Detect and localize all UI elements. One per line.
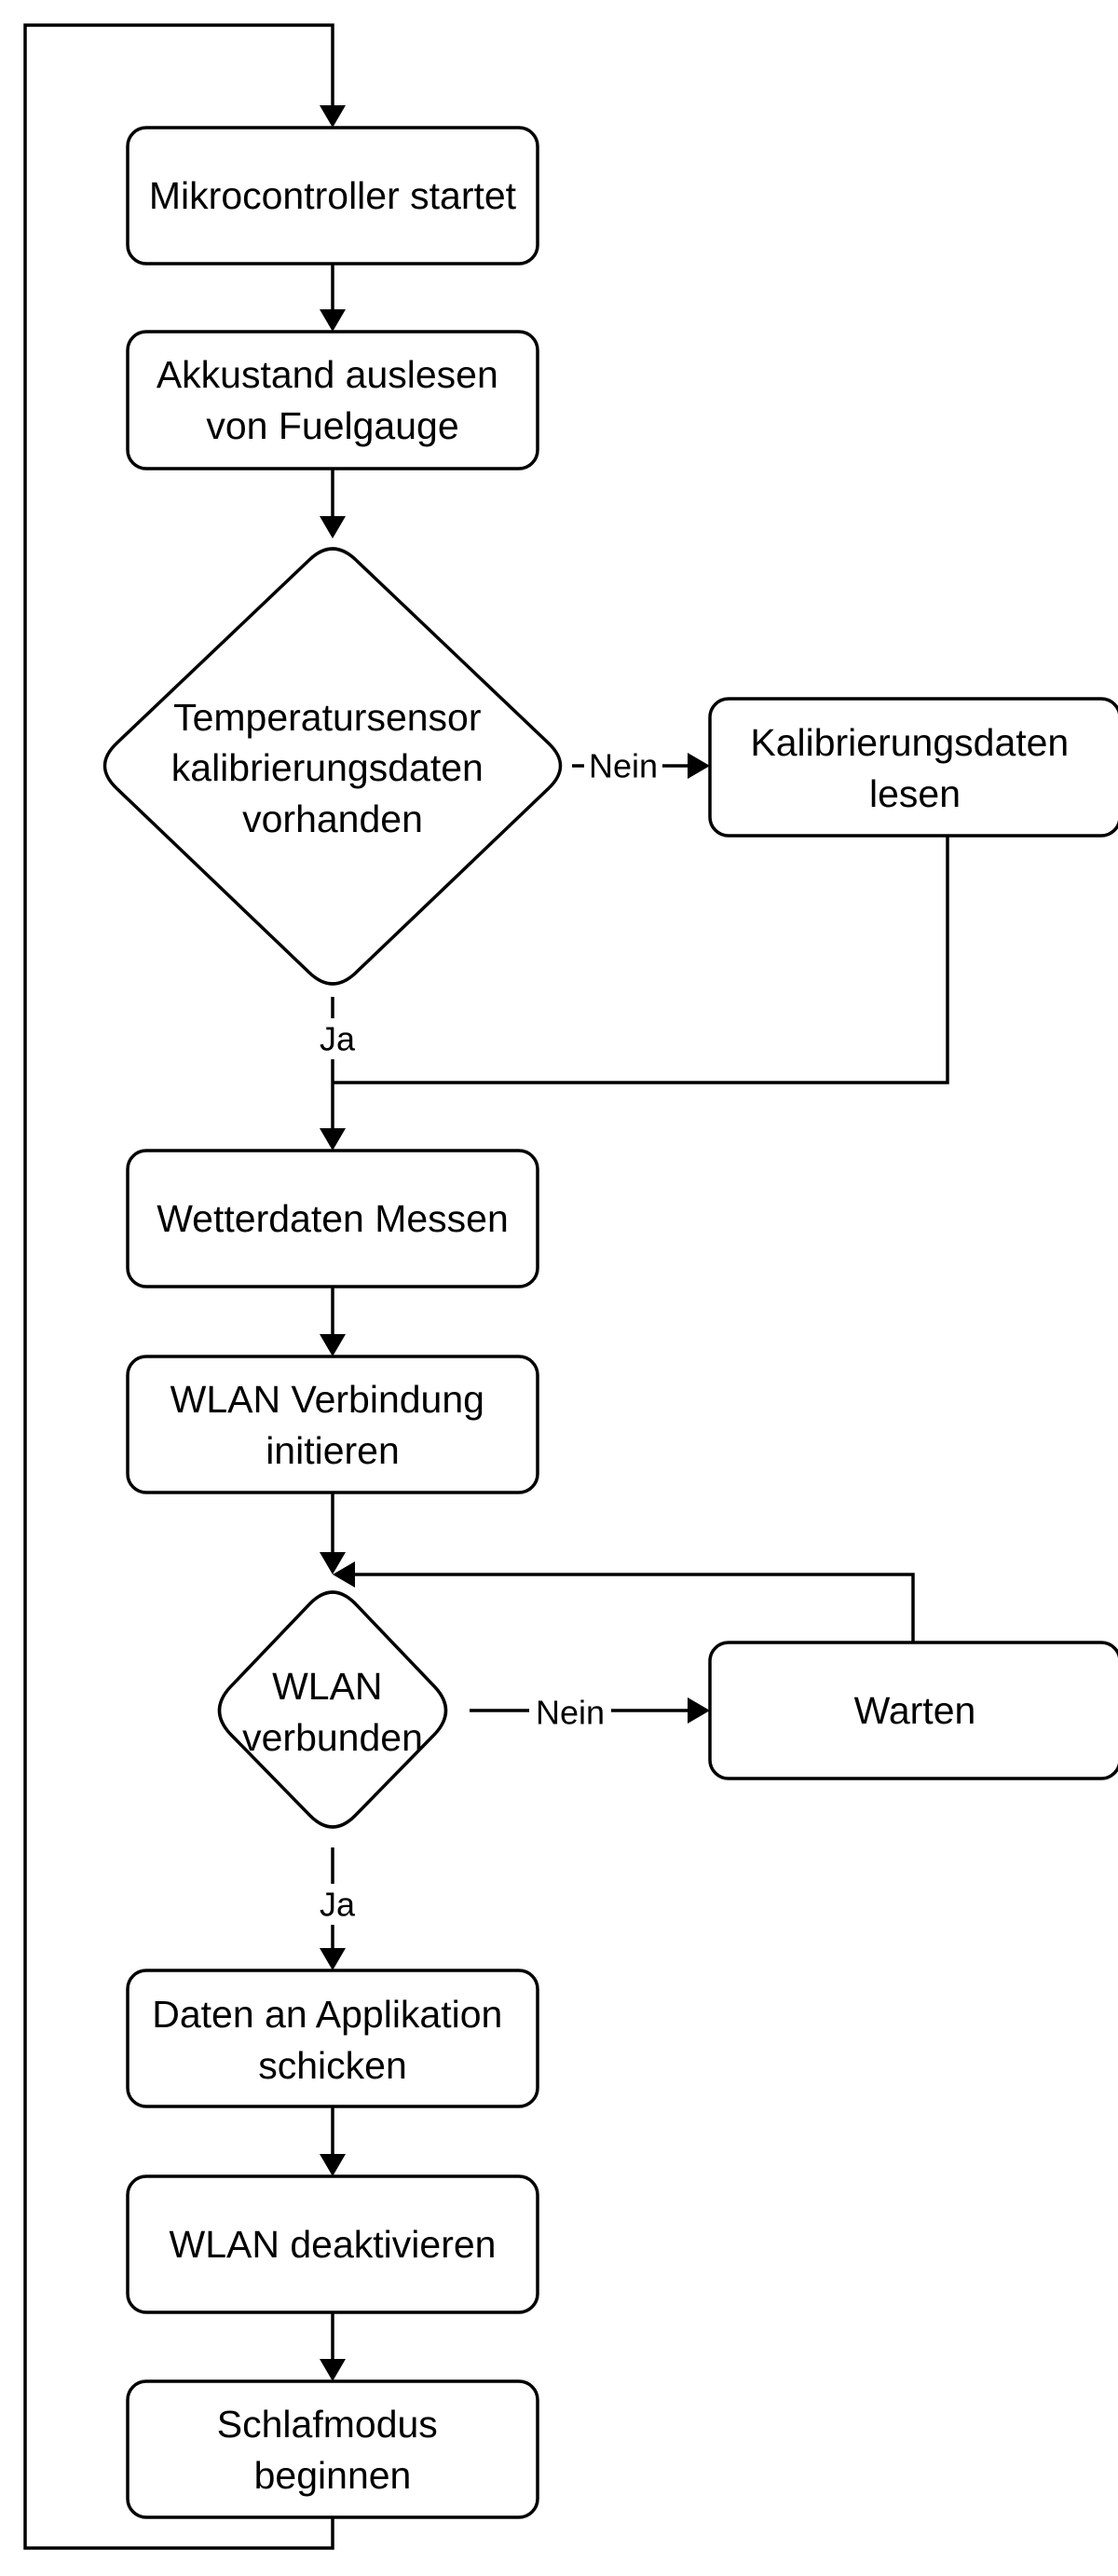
edge-loop-back bbox=[23, 23, 334, 2550]
svg-text:Temperatursensor kalib: Temperatursensor kalibrierungsdaten vorh… bbox=[171, 696, 494, 840]
node-measure: Wetterdaten Messen bbox=[126, 1149, 539, 1288]
arrowhead-calib-no bbox=[688, 753, 710, 779]
node-wifi-init: WLAN Verbindung initieren bbox=[126, 1355, 539, 1494]
edge-wait-back bbox=[349, 1573, 915, 1642]
svg-text:Mikrocontroller startet: Mikrocontroller startet bbox=[149, 174, 517, 217]
node-battery-line-1: Akkustand auslesen bbox=[157, 353, 498, 396]
arrowhead-wifi-no bbox=[688, 1697, 710, 1724]
node-wifi-off-line-1: WLAN deaktivieren bbox=[170, 2223, 497, 2266]
arrowhead-measure-wifi-init bbox=[320, 1334, 346, 1356]
arrowhead-wifi-yes bbox=[320, 1948, 346, 1970]
node-wait: Warten bbox=[708, 1641, 1118, 1780]
arrowhead-wifi-off-sleep bbox=[320, 2359, 346, 2381]
svg-text:WLAN verbunden: WLAN verbunden bbox=[242, 1665, 423, 1759]
svg-text:WLAN Verbindung initie: WLAN Verbindung initieren bbox=[170, 1378, 496, 1472]
node-sleep: Schlafmodus beginnen bbox=[126, 2379, 539, 2519]
edges bbox=[23, 23, 949, 2550]
svg-text:WLAN deaktivieren: WLAN deaktivieren bbox=[170, 2223, 497, 2266]
node-send-line-1: Daten an Applikation bbox=[152, 1993, 502, 2036]
edge-labels: Nein Ja Nein Ja bbox=[310, 745, 662, 1925]
nodes: Mikrocontroller startet Akkustand ausles… bbox=[102, 126, 1118, 2519]
node-measure-line-1: Wetterdaten Messen bbox=[157, 1197, 509, 1240]
arrowhead-wait-back bbox=[333, 1561, 355, 1588]
svg-text:Daten an Applikation s: Daten an Applikation schicken bbox=[152, 1993, 513, 2087]
arrowhead-loop-back bbox=[320, 105, 346, 128]
node-send-line-2: schicken bbox=[258, 2044, 407, 2087]
node-battery: Akkustand auslesen von Fuelgauge bbox=[126, 330, 539, 470]
svg-text:Kalibrierungsdaten les: Kalibrierungsdaten lesen bbox=[750, 721, 1079, 815]
svg-text:Warten: Warten bbox=[854, 1689, 976, 1732]
edge-label-calib-no: Nein bbox=[589, 747, 658, 785]
node-calib-read-line-2: lesen bbox=[869, 772, 961, 815]
node-calib-check-line-2: kalibrierungsdaten bbox=[171, 746, 484, 789]
svg-text:Wetterdaten Messen: Wetterdaten Messen bbox=[157, 1197, 509, 1240]
node-calib-read-line-1: Kalibrierungsdaten bbox=[750, 721, 1069, 764]
arrowhead-battery-calib-check bbox=[320, 516, 346, 538]
arrowhead-wifi-init-check bbox=[320, 1552, 346, 1574]
node-calib-check-line-3: vorhanden bbox=[242, 797, 423, 840]
node-start-line-1: Mikrocontroller startet bbox=[149, 174, 517, 217]
node-sleep-line-2: beginnen bbox=[254, 2454, 412, 2497]
edge-label-wifi-no: Nein bbox=[536, 1694, 605, 1732]
node-wifi-check-line-2: verbunden bbox=[242, 1716, 423, 1759]
arrowhead-calib-yes bbox=[320, 1128, 346, 1151]
node-sleep-line-1: Schlafmodus bbox=[217, 2403, 438, 2446]
node-wifi-init-line-2: initieren bbox=[266, 1429, 400, 1472]
node-wifi-check-line-1: WLAN bbox=[272, 1665, 382, 1708]
node-wifi-init-line-1: WLAN Verbindung bbox=[170, 1378, 484, 1421]
node-calib-check-line-1: Temperatursensor bbox=[173, 696, 481, 739]
arrowhead-send-wifi-off bbox=[320, 2154, 346, 2176]
svg-text:Schlafmodus beginnen: Schlafmodus beginnen bbox=[217, 2403, 448, 2497]
node-send: Daten an Applikation schicken bbox=[126, 1969, 539, 2108]
node-wifi-off: WLAN deaktivieren bbox=[126, 2174, 539, 2314]
edge-label-wifi-yes: Ja bbox=[320, 1886, 356, 1924]
arrowhead-start-battery bbox=[320, 309, 346, 332]
node-wifi-check: WLAN verbunden bbox=[217, 1590, 448, 1829]
svg-text:Akkustand auslesen von: Akkustand auslesen von Fuelgauge bbox=[157, 353, 509, 447]
node-wait-line-1: Warten bbox=[854, 1689, 976, 1732]
node-battery-line-2: von Fuelgauge bbox=[206, 404, 458, 447]
node-calib-read: Kalibrierungsdaten lesen bbox=[708, 697, 1118, 838]
node-calib-check: Temperatursensor kalibrierungsdaten vorh… bbox=[102, 547, 563, 986]
edge-label-calib-yes: Ja bbox=[320, 1020, 356, 1058]
edge-calib-read-merge bbox=[333, 836, 949, 1084]
node-start: Mikrocontroller startet bbox=[126, 126, 539, 266]
